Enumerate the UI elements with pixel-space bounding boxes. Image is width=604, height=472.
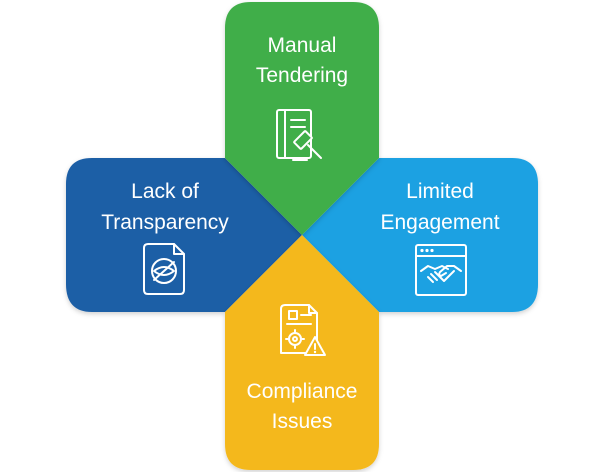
petal-right (302, 158, 538, 312)
top-label-line-2: Tendering (256, 64, 348, 87)
left-label-line-2: Transparency (101, 211, 229, 234)
bottom-label-line-1: Compliance (247, 380, 358, 403)
document-gavel-icon (276, 109, 322, 161)
bottom-label-line-2: Issues (272, 410, 333, 433)
top-label-line-1: Manual (268, 34, 337, 57)
browser-handshake-icon (415, 244, 467, 296)
document-gear-warning-icon (280, 304, 326, 356)
right-label-line-1: Limited (406, 180, 474, 203)
right-label-line-2: Engagement (380, 211, 499, 234)
left-label-line-1: Lack of (131, 180, 199, 203)
petal-left (66, 158, 302, 312)
hidden-eye-document-icon (143, 243, 185, 295)
petal-top (225, 2, 379, 235)
